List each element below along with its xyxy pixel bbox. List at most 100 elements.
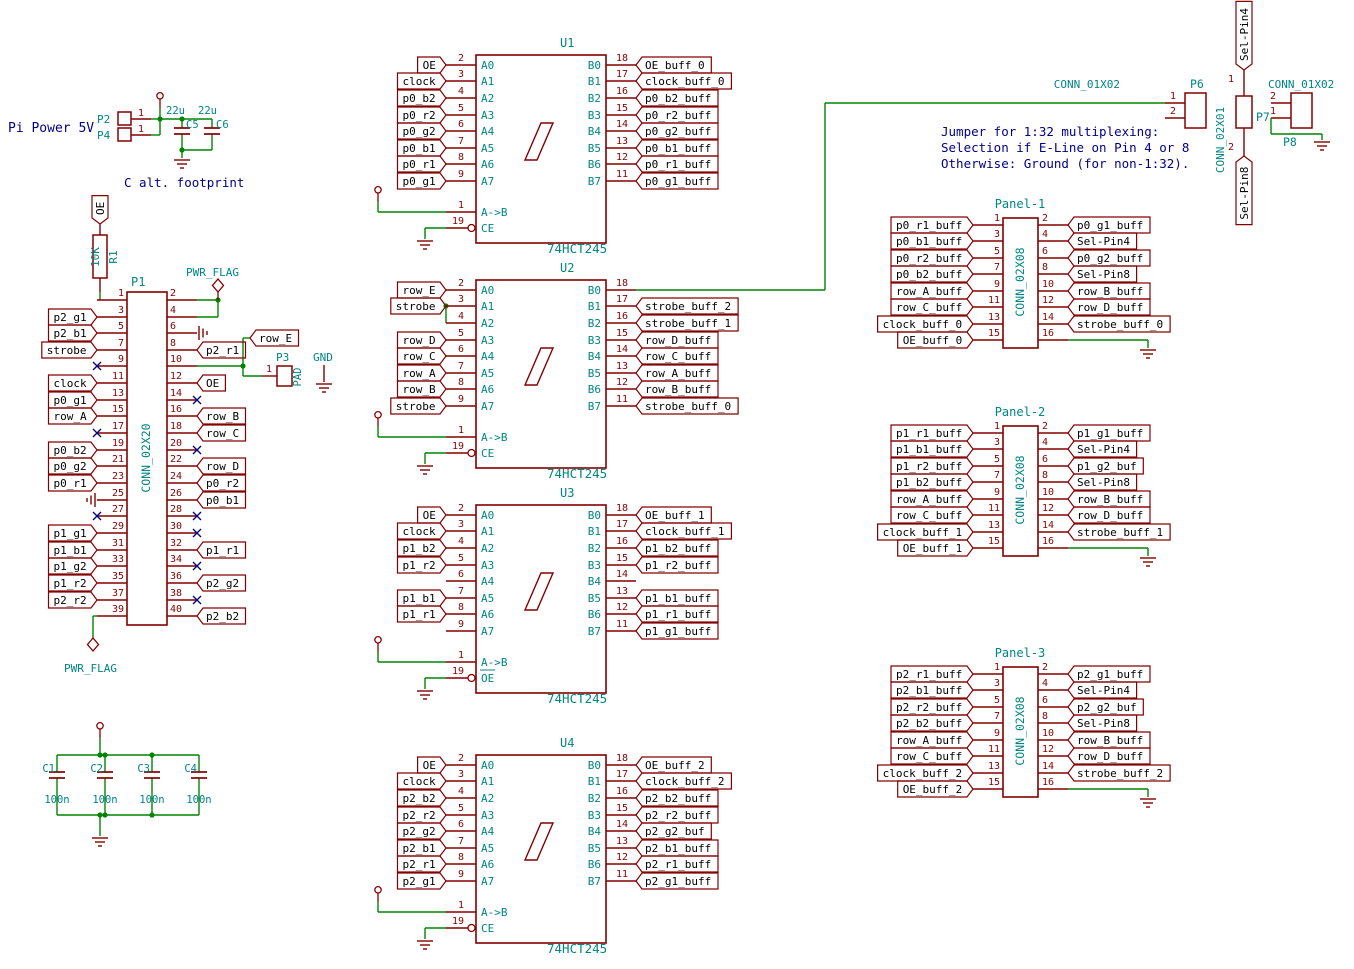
connector-Panel-1[interactable]: [973, 217, 1068, 349]
no-connect-marker[interactable]: [92, 428, 102, 438]
global-label-p2_b2[interactable]: p2_b2: [196, 607, 247, 625]
ground-symbol[interactable]: [417, 690, 433, 700]
ground-symbol[interactable]: [92, 837, 108, 847]
global-label-row_B[interactable]: row_B: [196, 407, 247, 425]
global-label-strobe_buff_1[interactable]: strobe_buff_1: [1067, 523, 1171, 541]
no-connect-marker[interactable]: [92, 511, 102, 521]
ground-symbol[interactable]: [417, 465, 433, 475]
global-label-OE_buff_0[interactable]: OE_buff_0: [897, 331, 974, 349]
global-label-p2_b1[interactable]: p2_b1: [47, 324, 98, 342]
global-label-row_A_buff[interactable]: row_A_buff: [890, 731, 974, 749]
global-label-p2_g1[interactable]: p2_g1: [47, 308, 98, 326]
global-label-clock[interactable]: clock: [396, 772, 447, 790]
global-label-p0_b2_buff[interactable]: p0_b2_buff: [890, 265, 974, 283]
global-label-p2_g2[interactable]: p2_g2: [196, 574, 247, 592]
global-label-p1_b2_buff[interactable]: p1_b2_buff: [890, 473, 974, 491]
ic-U4[interactable]: [446, 754, 636, 944]
global-label-p0_b1_buff[interactable]: p0_b1_buff: [890, 232, 974, 250]
connector-Panel-3[interactable]: [973, 666, 1068, 798]
no-connect-marker[interactable]: [92, 361, 102, 371]
global-label-Sel-Pin8[interactable]: Sel-Pin8: [1067, 265, 1138, 283]
junction-dot[interactable]: [97, 752, 103, 758]
global-label-p1_r2_buff[interactable]: p1_r2_buff: [635, 556, 719, 574]
global-label-row_B[interactable]: row_B: [396, 380, 447, 398]
global-label-p0_b1[interactable]: p0_b1: [196, 491, 247, 509]
global-label-p1_g1[interactable]: p1_g1: [47, 524, 98, 542]
global-label-p1_r2[interactable]: p1_r2: [396, 556, 447, 574]
global-label-p1_b1_buff[interactable]: p1_b1_buff: [635, 589, 719, 607]
connector-P6[interactable]: [1184, 92, 1207, 129]
global-label-p1_r1[interactable]: p1_r1: [396, 605, 447, 623]
global-label-p0_r1_buff[interactable]: p0_r1_buff: [635, 155, 719, 173]
global-label-p1_g1_buff[interactable]: p1_g1_buff: [635, 622, 719, 640]
global-label-row_A_buff[interactable]: row_A_buff: [890, 282, 974, 300]
global-label-row_E[interactable]: row_E: [249, 329, 300, 347]
global-label-p0_r2[interactable]: p0_r2: [396, 106, 447, 124]
global-label-p2_r2[interactable]: p2_r2: [396, 806, 447, 824]
global-label-row_B_buff[interactable]: row_B_buff: [635, 380, 719, 398]
global-label-strobe_buff_0[interactable]: strobe_buff_0: [635, 397, 739, 415]
global-label-clock_buff_2[interactable]: clock_buff_2: [635, 772, 733, 790]
global-label-clock[interactable]: clock: [396, 522, 447, 540]
global-label-p2_b1_buff[interactable]: p2_b1_buff: [890, 681, 974, 699]
global-label-p1_b1_buff[interactable]: p1_b1_buff: [890, 440, 974, 458]
connector-P7[interactable]: [1235, 95, 1253, 129]
global-label-p2_r1_buff[interactable]: p2_r1_buff: [890, 665, 974, 683]
ground-symbol[interactable]: [174, 159, 190, 169]
capacitor-C2[interactable]: [97, 771, 113, 779]
ic-U1[interactable]: [446, 54, 636, 244]
global-label-p1_b2[interactable]: p1_b2: [396, 539, 447, 557]
no-connect-marker[interactable]: [192, 445, 202, 455]
global-label-row_D_buff[interactable]: row_D_buff: [1067, 506, 1151, 524]
no-connect-marker[interactable]: [192, 528, 202, 538]
global-label-p1_r1_buff[interactable]: p1_r1_buff: [635, 605, 719, 623]
power-port[interactable]: [156, 91, 164, 108]
global-label-p2_r1[interactable]: p2_r1: [396, 855, 447, 873]
global-label-row_B_buff[interactable]: row_B_buff: [1067, 490, 1151, 508]
ic-U3[interactable]: [446, 504, 636, 694]
global-label-row_E[interactable]: row_E: [396, 281, 447, 299]
global-label-p1_b1[interactable]: p1_b1: [396, 589, 447, 607]
pwr-flag-symbol[interactable]: [211, 277, 225, 300]
global-label-p2_g1_buff[interactable]: p2_g1_buff: [1067, 665, 1151, 683]
global-label-clock_buff_0[interactable]: clock_buff_0: [876, 315, 974, 333]
no-connect-marker[interactable]: [192, 395, 202, 405]
connector-P2[interactable]: [117, 111, 132, 126]
power-port[interactable]: [374, 635, 382, 652]
global-label-row_C[interactable]: row_C: [396, 347, 447, 365]
global-label-strobe[interactable]: strobe: [41, 341, 98, 359]
global-label-OE[interactable]: OE: [417, 56, 447, 74]
global-label-clock[interactable]: clock: [47, 374, 98, 392]
global-label-OE_buff_2[interactable]: OE_buff_2: [897, 780, 974, 798]
global-label-OE[interactable]: OE: [91, 195, 109, 225]
global-label-strobe_buff_1[interactable]: strobe_buff_1: [635, 314, 739, 332]
global-label-strobe[interactable]: strobe: [390, 397, 447, 415]
global-label-OE_buff_0[interactable]: OE_buff_0: [635, 56, 712, 74]
ground-symbol[interactable]: [1140, 798, 1156, 808]
ground-symbol[interactable]: [417, 940, 433, 950]
ic-U2[interactable]: [446, 279, 636, 469]
global-label-p2_b2_buff[interactable]: p2_b2_buff: [635, 789, 719, 807]
note-jumper-1[interactable]: Jumper for 1:32 multiplexing:: [941, 124, 1159, 139]
global-label-p1_g2_buf[interactable]: p1_g2_buf: [1067, 457, 1144, 475]
global-label-OE[interactable]: OE: [196, 374, 226, 392]
note-pi-power[interactable]: Pi Power 5V: [8, 121, 94, 136]
global-label-p0_r1[interactable]: p0_r1: [47, 474, 98, 492]
global-label-row_D_buff[interactable]: row_D_buff: [635, 331, 719, 349]
global-label-row_B_buff[interactable]: row_B_buff: [1067, 731, 1151, 749]
global-label-p0_r2_buff[interactable]: p0_r2_buff: [890, 249, 974, 267]
global-label-row_B_buff[interactable]: row_B_buff: [1067, 282, 1151, 300]
global-label-p2_g1[interactable]: p2_g1: [396, 872, 447, 890]
connector-P4[interactable]: [117, 127, 132, 142]
capacitor-C5[interactable]: [174, 127, 190, 135]
global-label-clock[interactable]: clock: [396, 72, 447, 90]
global-label-p0_b1_buff[interactable]: p0_b1_buff: [635, 139, 719, 157]
connector-P3[interactable]: [276, 365, 293, 387]
capacitor-C3[interactable]: [144, 771, 160, 779]
connector-P8[interactable]: [1290, 92, 1313, 129]
global-label-clock_buff_1[interactable]: clock_buff_1: [876, 523, 974, 541]
global-label-Sel-Pin8[interactable]: Sel-Pin8: [1067, 714, 1138, 732]
global-label-p1_b1[interactable]: p1_b1: [47, 541, 98, 559]
global-label-p1_r1_buff[interactable]: p1_r1_buff: [890, 424, 974, 442]
global-label-row_C[interactable]: row_C: [196, 424, 247, 442]
